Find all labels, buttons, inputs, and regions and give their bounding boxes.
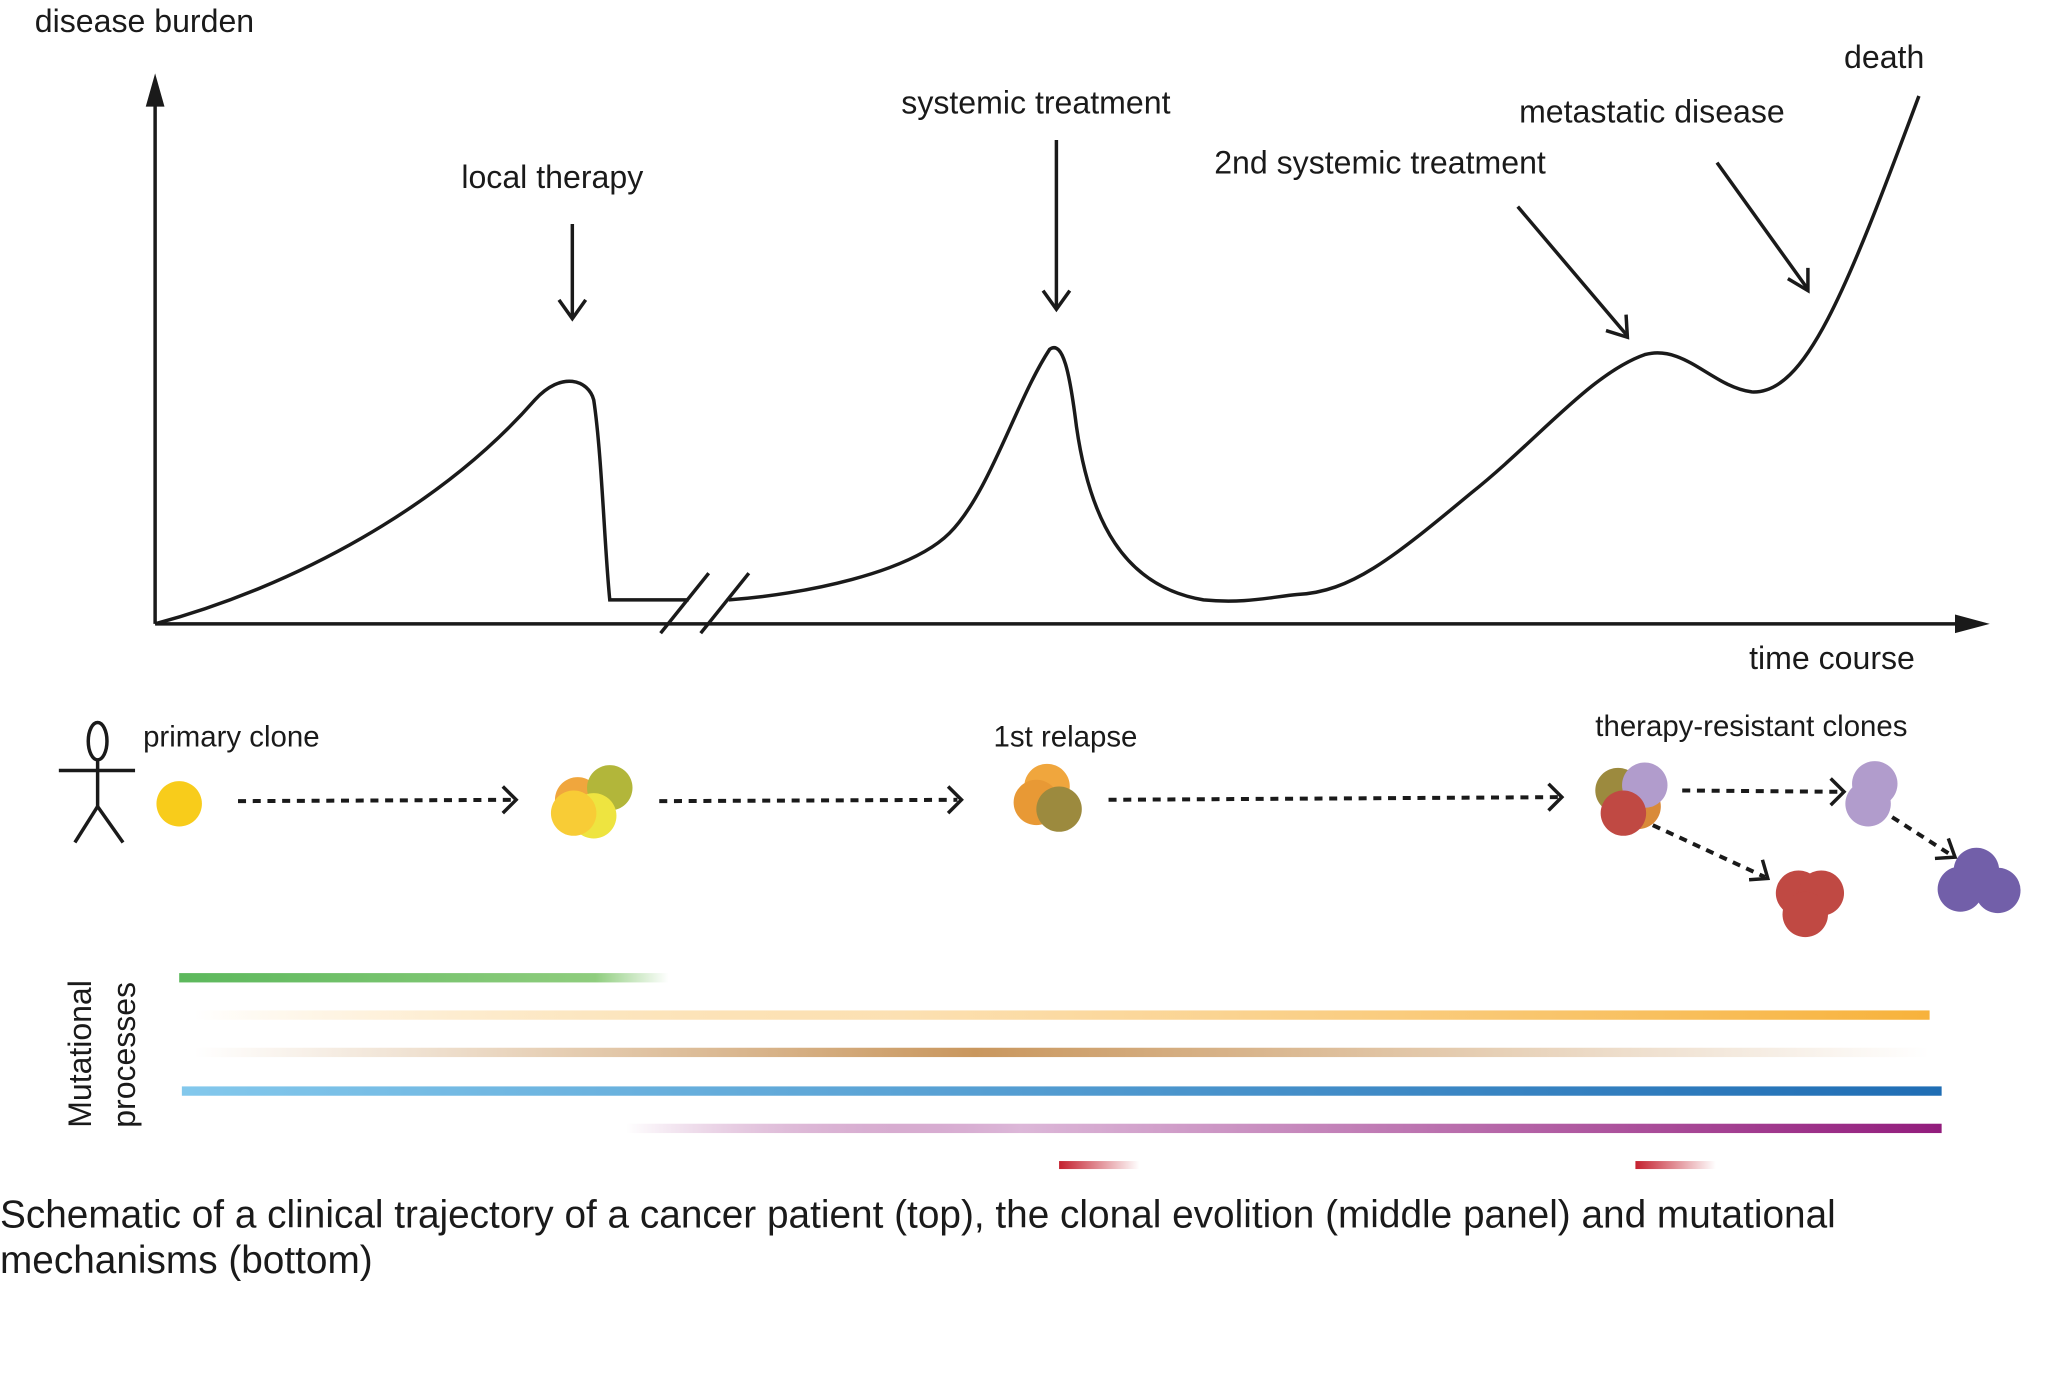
event-label-local-therapy: local therapy	[461, 159, 643, 195]
process-bar-green	[179, 973, 669, 983]
axis-label-line1: Mutational	[62, 980, 98, 1128]
clinical-trajectory-panel: disease burden time course local therapy…	[35, 3, 1990, 676]
local-therapy-arrow	[557, 223, 588, 322]
mutational-processes-panel: Mutational processes	[62, 973, 1942, 1170]
clone-cluster-1st-relapse	[1013, 763, 1082, 832]
systemic-treatment-arrow	[1041, 139, 1072, 313]
event-label-2nd-systemic-treatment: 2nd systemic treatment	[1214, 144, 1546, 180]
process-bar-magenta	[625, 1123, 1942, 1134]
evolution-arrow	[1651, 823, 1771, 882]
clone-cluster-red	[1775, 870, 1845, 938]
axis-break-mark	[699, 572, 751, 635]
disease-burden-curve	[154, 95, 1921, 626]
process-bar-blue	[181, 1086, 1942, 1096]
caption-line-1: Schematic of a clinical trajectory of a …	[0, 1194, 1836, 1237]
stage-label-primary-clone: primary clone	[143, 721, 319, 754]
2nd-systemic-treatment-arrow	[1516, 205, 1630, 340]
clone-cell	[156, 781, 202, 827]
clone-cluster-resistant	[1595, 762, 1668, 836]
x-axis-arrowhead	[1955, 614, 1990, 634]
patient-stick-figure-icon	[58, 720, 136, 844]
evolution-arrow	[1108, 782, 1565, 812]
caption-line-2: mechanisms (bottom)	[0, 1239, 373, 1282]
metastatic-disease-arrow	[1715, 161, 1810, 294]
y-axis-label: disease burden	[35, 3, 254, 39]
event-label-metastatic-disease: metastatic disease	[1519, 94, 1785, 130]
event-label-systemic-treatment: systemic treatment	[901, 84, 1170, 120]
evolution-arrow	[1682, 777, 1847, 807]
process-bar-red-2	[1635, 1161, 1716, 1170]
event-label-death: death	[1844, 39, 1924, 75]
evolution-arrow	[1891, 815, 1958, 861]
y-axis-arrowhead	[145, 73, 165, 107]
process-bar-orange	[193, 1010, 1930, 1020]
evolution-arrow	[659, 785, 964, 815]
process-bar-red-1	[1059, 1161, 1140, 1170]
stage-label-1st-relapse: 1st relapse	[994, 721, 1138, 754]
process-bar-tan	[193, 1047, 1930, 1058]
x-axis-label: time course	[1749, 640, 1915, 676]
evolution-arrow	[238, 785, 519, 815]
clone-cluster	[550, 765, 633, 839]
clonal-evolution-panel: primary clone 1st relapse therapy-resist…	[58, 710, 2021, 938]
stage-label-therapy-resistant-clones: therapy-resistant clones	[1595, 710, 1907, 743]
clone-cluster-lavender	[1845, 761, 1898, 827]
axis-break-mark	[659, 572, 711, 635]
axis-label-line2: processes	[106, 982, 142, 1128]
clone-cluster-purple	[1937, 847, 2021, 914]
